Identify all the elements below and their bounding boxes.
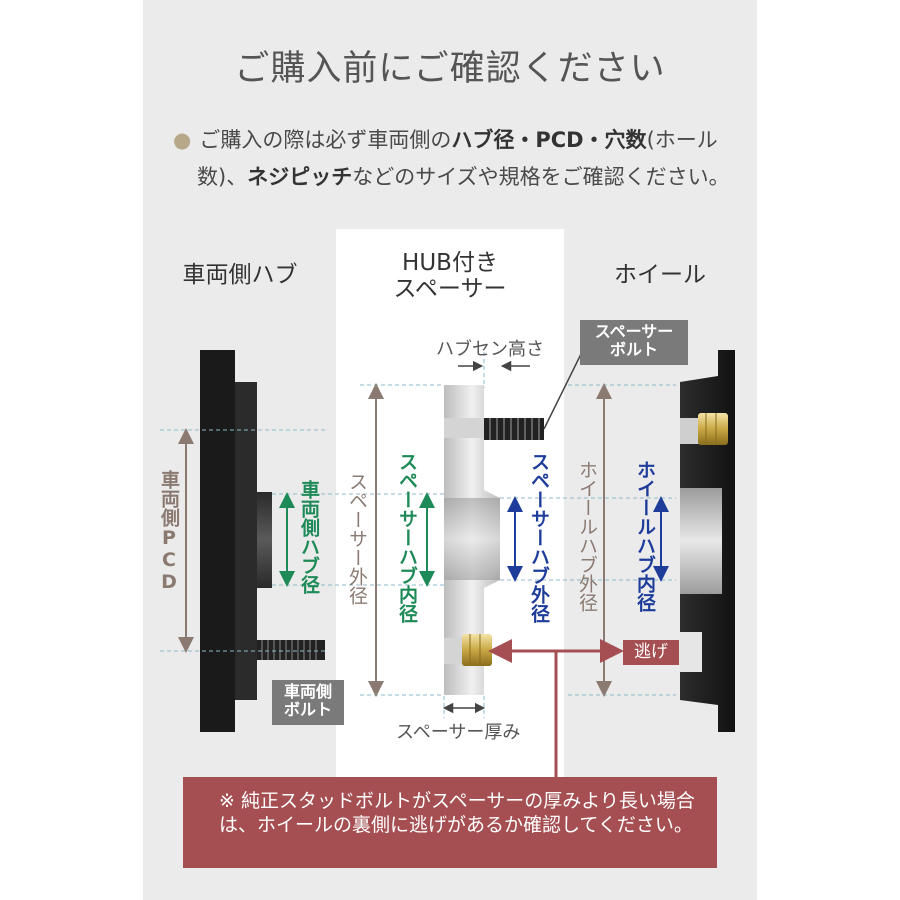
spacer-nut: [462, 634, 492, 666]
page-title: ご購入前にご確認ください: [234, 49, 666, 89]
label-spacer-outer-dia: スペーサー外径: [346, 472, 368, 605]
wheel: [680, 350, 735, 732]
label-wheel-hub-inner-dia: ホイールハブ内径: [634, 460, 656, 612]
label-vehicle-hub-dia: 車両側ハブ径: [298, 480, 320, 594]
label-spacer-thickness: スペーサー厚み: [396, 722, 521, 743]
spacer-bolt: [484, 418, 544, 440]
bullet-icon: ●: [173, 128, 192, 152]
label-wheel-hub-outer-dia: ホイールハブ外径: [576, 460, 598, 612]
vehicle-bolt: [257, 640, 325, 660]
vehicle-hub-heading: 車両側ハブ: [182, 262, 298, 288]
warning-text: ※ 純正スタッドボルトがスペーサーの厚みより長い場合は、ホイールの裏側に逃げがあ…: [219, 790, 695, 836]
notice-text: ●ご購入の際は必ず車両側のハブ径・PCD・穴数(ホール 数)、ネジピッチなどのサ…: [173, 128, 730, 189]
spacer-heading: HUB付き スペーサー: [393, 250, 507, 302]
vehicle-hub: [200, 350, 272, 732]
vehicle-bolt-tag: 車両側 ボルト: [272, 680, 344, 725]
label-vehicle-pcd: 車両側PCD: [158, 470, 180, 593]
spacer-bolt-callout-line: [543, 351, 583, 430]
spacer-bolt-tag: スペーサー ボルト: [580, 320, 688, 365]
warning-box: [183, 777, 717, 868]
label-spacer-hub-inner-dia: スペーサーハブ内径: [396, 452, 418, 623]
label-hub-center-height: ハブセン高さ: [436, 339, 544, 360]
label-spacer-hub-outer-dia: スペーサーハブ外径: [528, 452, 550, 623]
relief-tag: 逃げ: [623, 640, 679, 665]
wheel-nut: [698, 413, 728, 445]
wheel-heading: ホイール: [614, 262, 706, 288]
